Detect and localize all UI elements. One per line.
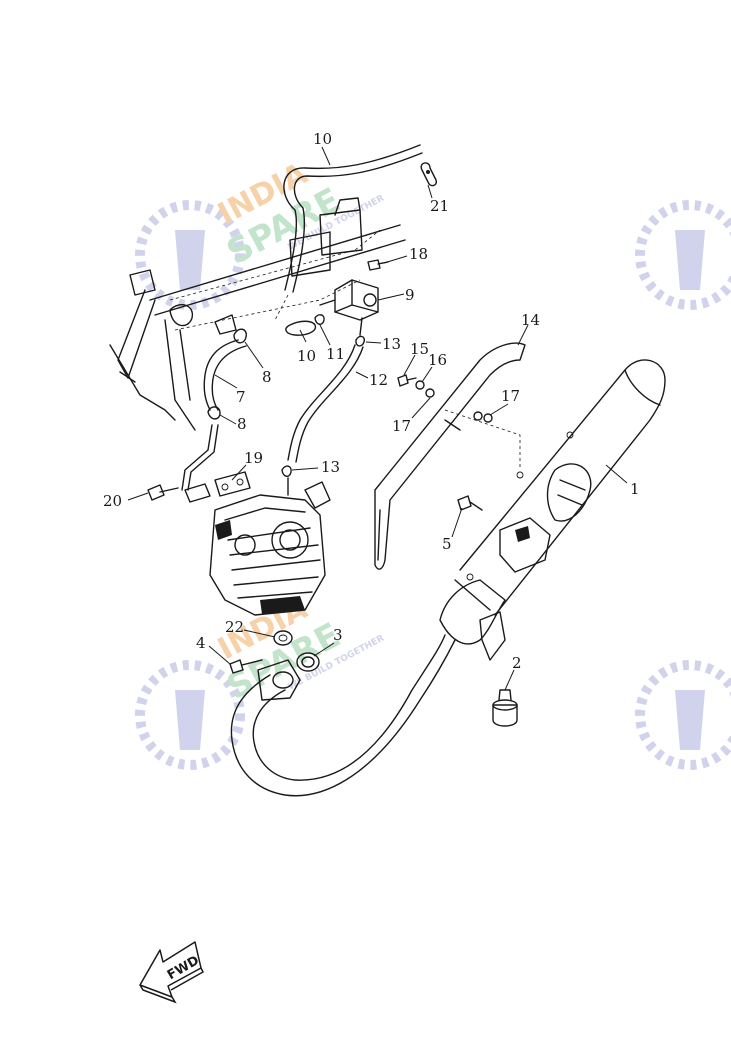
callout-11: 11 (326, 345, 345, 363)
callout-12: 12 (369, 371, 388, 389)
part-13-clamp-lower (281, 465, 292, 477)
callout-22: 22 (225, 618, 244, 636)
part-3-ring (296, 652, 320, 672)
callout-15: 15 (410, 340, 429, 358)
part-20-bolt (147, 484, 179, 501)
part-17-washer (425, 388, 435, 398)
callout-13: 13 (382, 335, 401, 353)
part-9-reed-valve (319, 279, 379, 336)
callout-19: 19 (244, 449, 263, 467)
cylinder-head (209, 477, 331, 616)
part-15-bolt (397, 374, 417, 387)
part-12-air-hose (287, 344, 364, 463)
leader-lines (127, 146, 628, 691)
callout-10-small: 10 (297, 347, 316, 365)
frame-outline (109, 197, 406, 431)
callout-labels: 10 21 18 9 13 14 15 16 11 10 8 7 12 17 1… (103, 130, 640, 672)
callout-9: 9 (405, 286, 415, 304)
callout-16: 16 (428, 351, 447, 369)
watermark-logo: INDIA SPARE WE BUILD TOGETHER INDIA SPAR… (135, 156, 731, 770)
watermark-wrench-icon (135, 200, 245, 310)
part-13-clamp-upper (355, 335, 366, 347)
callout-20: 20 (103, 492, 122, 510)
part-10-breather-hose (274, 144, 423, 321)
callout-17-right: 17 (501, 387, 520, 405)
air-injection-pipe (181, 424, 219, 503)
part-11-clamp (314, 314, 325, 325)
part-7-hose (203, 339, 247, 411)
callout-10: 10 (313, 130, 332, 148)
part-14-heat-shield (374, 342, 526, 570)
callout-5: 5 (442, 535, 452, 553)
part-8-clamp-lower (207, 406, 221, 420)
part-21-clip (420, 162, 438, 187)
callout-18: 18 (409, 245, 428, 263)
callout-8-upper: 8 (262, 368, 272, 386)
fwd-arrow-icon: FWD (139, 941, 204, 1004)
watermark-wrench-icon (635, 660, 731, 770)
part-17-washer (473, 411, 493, 423)
watermark-wrench-icon (635, 200, 731, 310)
watermark-wrench-icon (135, 660, 245, 770)
part-10-short-hose (285, 320, 317, 336)
callout-17-left: 17 (392, 417, 411, 435)
callout-8-lower: 8 (237, 415, 247, 433)
callout-7: 7 (236, 388, 246, 406)
callout-21: 21 (430, 197, 449, 215)
part-5-bolt (457, 495, 483, 511)
callout-14: 14 (521, 311, 540, 329)
callout-4: 4 (196, 634, 206, 652)
callout-1: 1 (630, 480, 640, 498)
part-1-muffler (230, 359, 666, 797)
part-19-gasket (214, 471, 251, 497)
part-22-gasket (273, 630, 293, 646)
part-18-bolt (367, 259, 389, 271)
part-2-damper (492, 689, 518, 727)
callout-3: 3 (333, 626, 343, 644)
callout-2: 2 (512, 654, 522, 672)
callout-13-lower: 13 (321, 458, 340, 476)
part-16-washer (415, 380, 425, 390)
part-4-bolt (229, 659, 263, 674)
